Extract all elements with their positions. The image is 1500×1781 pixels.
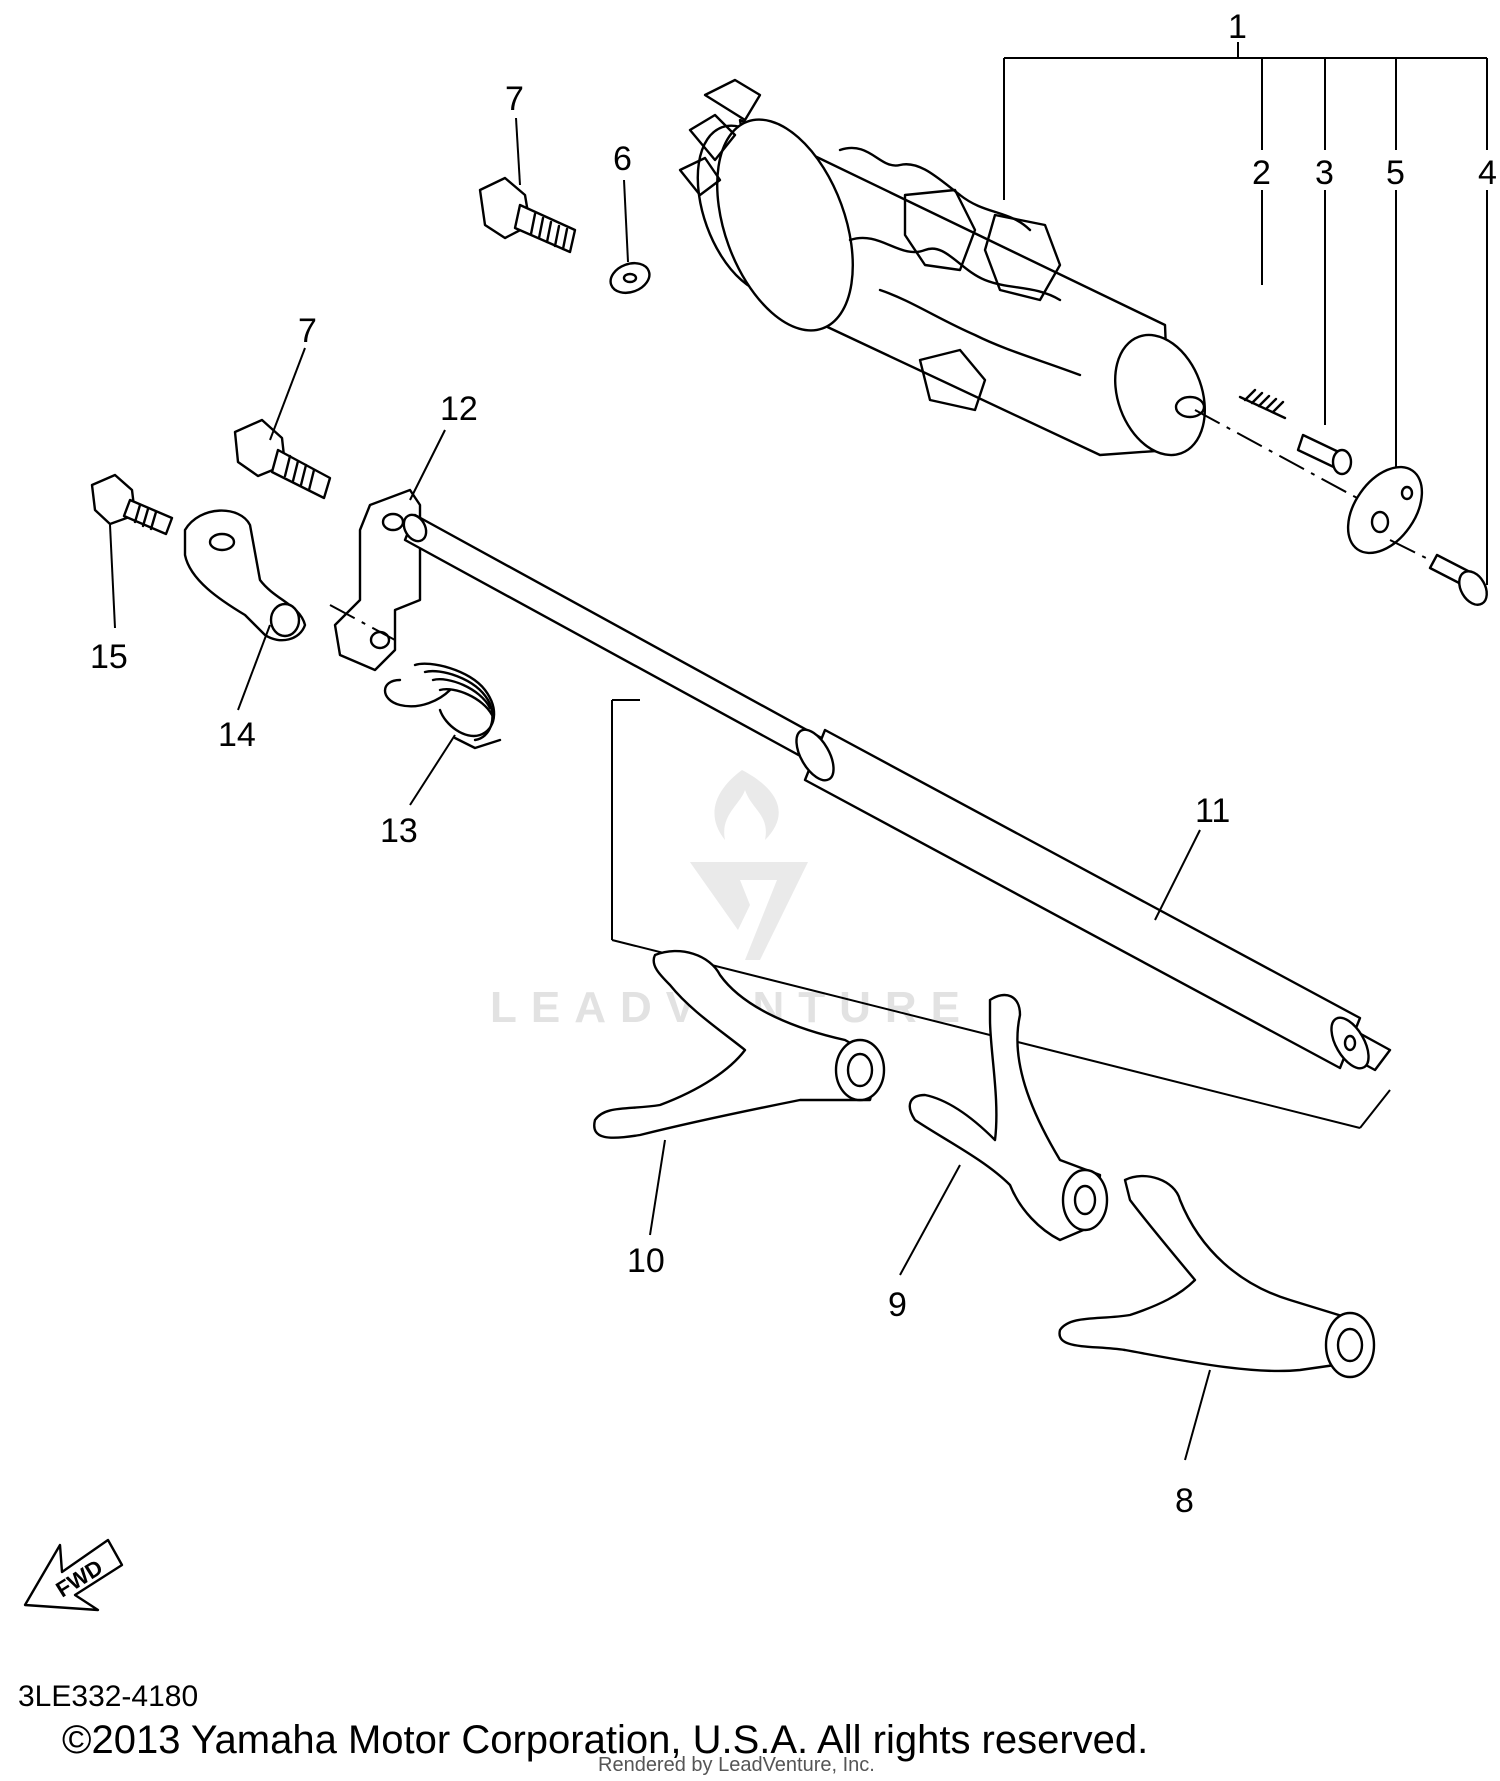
callout-10: 10 [627, 1242, 665, 1280]
stopper-lever [183, 509, 307, 642]
callout-7-middle: 7 [298, 312, 317, 350]
guide-bar [795, 728, 1370, 1070]
shift-fork-10 [593, 949, 886, 1139]
shift-drum [678, 78, 1207, 457]
bolt-15 [90, 473, 174, 536]
callout-6: 6 [613, 140, 632, 178]
diagram-code: 3LE332-4180 [18, 1680, 199, 1713]
washer [609, 261, 651, 295]
callout-4: 4 [1478, 154, 1497, 192]
callout-2: 2 [1252, 154, 1271, 192]
leader-lines [109, 117, 1211, 1461]
copyright-notice: ©2013 Yamaha Motor Corporation, U.S.A. A… [62, 1718, 1149, 1762]
callout-7-upper: 7 [505, 80, 524, 118]
callout-8: 8 [1175, 1482, 1194, 1520]
callout-3: 3 [1315, 154, 1334, 192]
bolt-upper [478, 176, 577, 254]
watermark-logo [690, 770, 808, 960]
callout-12: 12 [440, 390, 478, 428]
pin [1296, 433, 1353, 476]
callout-11: 11 [1195, 792, 1230, 830]
shift-fork-9 [908, 993, 1109, 1242]
fwd-arrow-icon: FWD [23, 1538, 124, 1612]
callout-13: 13 [380, 812, 418, 850]
fork-group-bracket [611, 699, 1391, 1129]
screw [1428, 553, 1488, 606]
return-spring [383, 662, 502, 750]
shift-fork-8 [1058, 1174, 1376, 1379]
bolt-middle [233, 418, 332, 500]
callout-15: 15 [90, 638, 128, 676]
callout-1-bracket [1003, 42, 1488, 585]
plate [1346, 465, 1424, 555]
detent-spring [1238, 388, 1287, 420]
callout-5: 5 [1386, 154, 1405, 192]
callout-14: 14 [218, 716, 256, 754]
render-credit: Rendered by LeadVenture, Inc. [598, 1754, 875, 1776]
callout-1: 1 [1228, 8, 1247, 46]
callout-9: 9 [888, 1286, 907, 1324]
